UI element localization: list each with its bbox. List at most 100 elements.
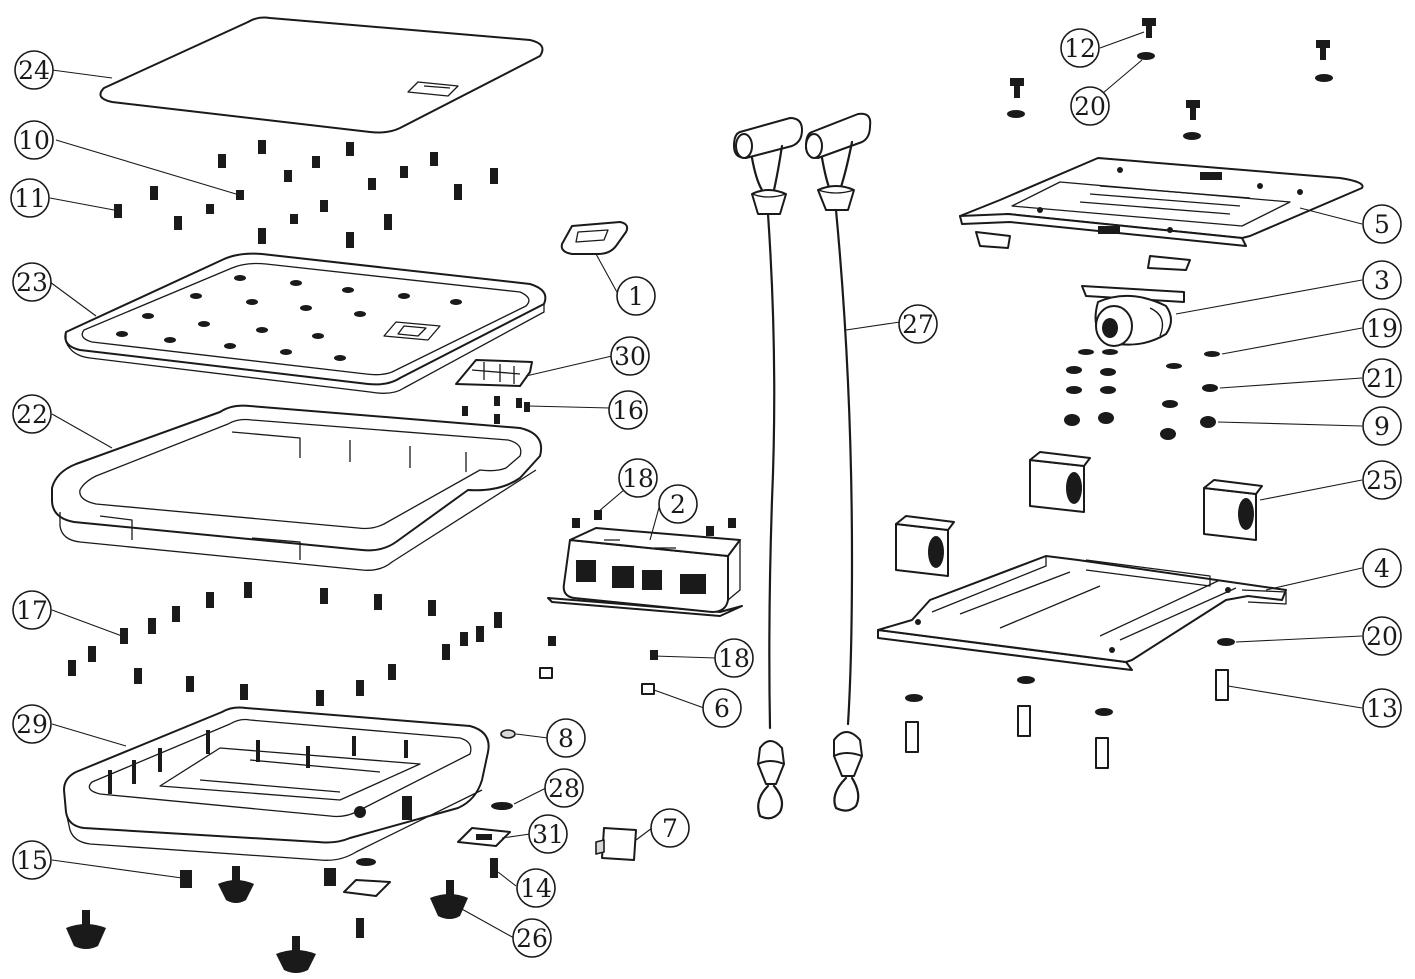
callout-number: 15: [16, 846, 48, 875]
part-13-bolts: [905, 669, 1229, 769]
part-29-base-tray: [63, 706, 490, 861]
callout-28: 28: [544, 768, 584, 808]
part-16-screws: [462, 396, 530, 424]
callout-circle: [650, 808, 690, 848]
callout-19: 19: [1362, 308, 1402, 348]
part-15-screws: [180, 868, 336, 888]
callout-number: 10: [18, 126, 50, 155]
part-2-electronics-box: [547, 527, 743, 617]
callout-circle: [12, 840, 52, 880]
callout-10: 10: [14, 120, 54, 160]
callout-number: 17: [16, 596, 48, 625]
callout-number: 19: [1366, 314, 1398, 343]
callout-26: 26: [512, 918, 552, 958]
callout-number: 24: [18, 56, 50, 85]
part-14-screw: [343, 858, 498, 938]
callout-23: 23: [12, 262, 52, 302]
callout-31: 31: [528, 814, 568, 854]
callout-number: 9: [1374, 412, 1390, 441]
callout-number: 14: [520, 874, 552, 903]
callout-number: 28: [548, 774, 580, 803]
callout-circle: [702, 688, 742, 728]
callout-9: 9: [1362, 406, 1402, 446]
callout-circle: [1362, 460, 1402, 500]
callout-number: 20: [1366, 622, 1398, 651]
callout-12: 12: [1060, 28, 1100, 68]
callout-number: 3: [1374, 266, 1390, 295]
callout-13: 13: [1362, 688, 1402, 728]
callout-15: 15: [12, 840, 52, 880]
callout-20a: 20: [1070, 86, 1110, 126]
screws-group-17: [68, 582, 502, 706]
callout-number: 20: [1074, 92, 1106, 121]
callout-number: 5: [1374, 210, 1390, 239]
callout-number: 26: [516, 924, 548, 953]
part-27-hanging-cables: [733, 112, 872, 820]
callout-number: 31: [532, 820, 564, 849]
part-7-switch: [595, 827, 637, 861]
part-18-screws: [548, 510, 736, 660]
part-19-21-9-hardware: [1064, 349, 1220, 440]
part-5-top-bracket: [959, 157, 1364, 271]
callout-5: 5: [1362, 204, 1402, 244]
callout-circle: [516, 868, 556, 908]
part-22-middle-ring: [51, 404, 542, 571]
callout-number: 8: [558, 724, 574, 753]
part-8-spacer: [500, 729, 516, 739]
callout-circle: [1362, 260, 1402, 300]
callout-circle: [14, 120, 54, 160]
callout-circle: [12, 262, 52, 302]
callout-25: 25: [1362, 460, 1402, 500]
part-12-screws: [1010, 18, 1330, 120]
callout-number: 1: [628, 282, 644, 311]
callout-circle: [1362, 358, 1402, 398]
callout-circle: [1362, 308, 1402, 348]
part-1-display-lens: [560, 221, 629, 255]
callout-circle: [608, 390, 648, 430]
callout-number: 25: [1366, 466, 1398, 495]
part-31-bracket: [457, 827, 511, 847]
callout-18b: 18: [714, 638, 754, 678]
callout-circle: [512, 918, 552, 958]
callout-4: 4: [1362, 548, 1402, 588]
callout-circle: [12, 704, 52, 744]
callout-leader-lines: [49, 31, 1363, 939]
callout-number: 7: [662, 814, 678, 843]
callout-circle: [1362, 688, 1402, 728]
part-28-washer: [491, 802, 513, 810]
callout-number: 11: [14, 184, 46, 213]
callout-circle: [610, 336, 650, 376]
part-30-board: [455, 359, 533, 387]
callout-circle: [1362, 204, 1402, 244]
callout-30: 30: [610, 336, 650, 376]
callout-3: 3: [1362, 260, 1402, 300]
part-6-nut: [539, 667, 655, 695]
callout-number: 16: [612, 396, 644, 425]
callout-11: 11: [10, 178, 50, 218]
callout-circle: [12, 590, 52, 630]
callout-circle: [544, 768, 584, 808]
callout-circle: [714, 638, 754, 678]
callout-number: 30: [614, 342, 646, 371]
callout-8: 8: [546, 718, 586, 758]
callout-number: 21: [1366, 364, 1398, 393]
callout-circle: [12, 394, 52, 434]
callout-17: 17: [12, 590, 52, 630]
callout-number: 29: [16, 710, 48, 739]
callout-27: 27: [898, 304, 938, 344]
callout-18a: 18: [618, 458, 658, 498]
callout-number: 22: [16, 400, 48, 429]
callout-circle: [1362, 406, 1402, 446]
callout-number: 13: [1366, 694, 1398, 723]
callout-number: 27: [902, 310, 934, 339]
callout-circle: [528, 814, 568, 854]
callout-circle: [1060, 28, 1100, 68]
callout-circle: [898, 304, 938, 344]
part-26-feet: [66, 866, 468, 973]
callout-circle: [618, 458, 658, 498]
callout-29: 29: [12, 704, 52, 744]
callout-16: 16: [608, 390, 648, 430]
callout-number: 6: [714, 694, 730, 723]
callout-circle: [658, 484, 698, 524]
